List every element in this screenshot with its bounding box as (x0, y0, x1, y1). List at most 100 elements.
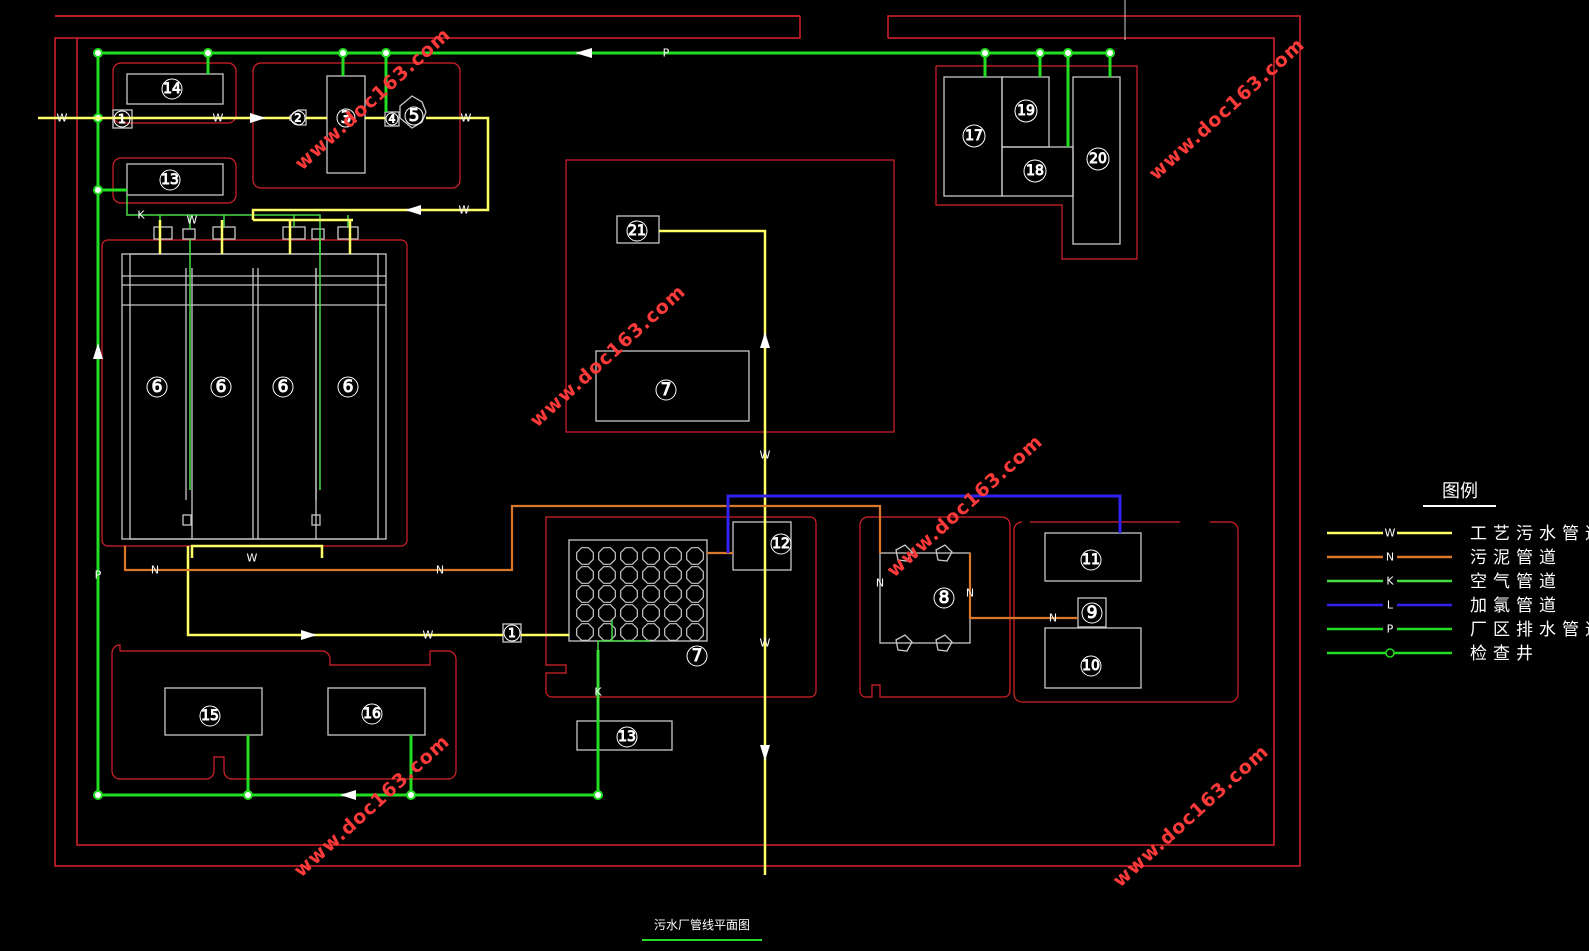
unit-15-label: 15 (199, 705, 221, 727)
unit-7-box-top (595, 350, 750, 422)
watermarks: www.doc163.com www.doc163.com www.doc163… (290, 23, 1310, 891)
pipe-code-w: W (213, 112, 224, 125)
legend-title: 图例 (1442, 481, 1478, 502)
legend-label: 加氯管道 (1470, 596, 1562, 616)
unit-13-label: 13 (616, 726, 638, 748)
unit-7-label: 7 (686, 645, 708, 667)
legend-item: 检查井 (1327, 644, 1539, 664)
manhole-icon (1385, 648, 1395, 658)
legend-code: L (1387, 599, 1394, 612)
drawing-title-text: 污水厂管线平面图 (654, 917, 750, 932)
legend-code: K (1386, 575, 1394, 588)
pipe-code-labels: W W W W W W W W W N N N N N K K P P (57, 47, 1058, 699)
legend-item: K 空气管道 (1327, 572, 1562, 592)
building-outlines (101, 62, 1239, 780)
drawing-title: 污水厂管线平面图 (642, 917, 762, 941)
pipe-code-k: K (594, 686, 602, 699)
unit-19-label: 19 (1014, 99, 1038, 123)
legend-item: W工艺污水管道 (1327, 524, 1589, 544)
unit-13-box-top (126, 163, 224, 196)
filter-cell (664, 547, 682, 565)
unit-21-label: 21 (626, 220, 648, 242)
unit-6-label: 6 (210, 376, 232, 398)
pipe-code-k: K (137, 209, 145, 222)
pipe-code-w: W (187, 214, 198, 227)
unit-17-label: 17 (962, 124, 986, 148)
unit-6-label: 6 (146, 376, 168, 398)
legend-item: L 加氯管道 (1327, 596, 1562, 616)
plant-drainage-pipes (96, 51, 1112, 797)
unit-14-label: 14 (161, 78, 183, 100)
pipe-code-w: W (247, 552, 258, 565)
svg-text:9: 9 (1087, 603, 1098, 623)
unit-11-box (1044, 532, 1142, 582)
svg-text:1: 1 (508, 626, 516, 640)
watermark: www.doc163.com (526, 280, 691, 431)
filter-cell (598, 604, 616, 622)
svg-text:12: 12 (772, 536, 790, 552)
svg-text:2: 2 (295, 112, 302, 125)
legend-code: W (1385, 527, 1396, 540)
filter-cell (620, 566, 638, 584)
watermark: www.doc163.com (291, 23, 456, 174)
unit-13-box-bottom (576, 720, 673, 751)
filter-cell (620, 547, 638, 565)
unit-1-label: 1 (503, 624, 521, 642)
filter-cell (664, 623, 682, 641)
pipe-code-w: W (760, 449, 771, 462)
air-pipes (126, 195, 650, 721)
svg-text:6: 6 (216, 377, 227, 397)
unit-1-label: 1 (113, 110, 131, 128)
filter-cell (664, 585, 682, 603)
svg-text:6: 6 (343, 377, 354, 397)
pipe-code-w: W (760, 637, 771, 650)
svg-text:15: 15 (201, 708, 219, 724)
unit-16-label: 16 (361, 703, 383, 725)
svg-text:14: 14 (163, 81, 181, 97)
unit-16-box (327, 687, 426, 736)
unit-9-box (1077, 597, 1107, 628)
filter-cell (664, 604, 682, 622)
watermark: www.doc163.com (1145, 33, 1310, 184)
filter-cell (576, 623, 594, 641)
unit-3-box (326, 75, 366, 174)
unit-20-label: 20 (1086, 147, 1110, 171)
site-boundary (54, 0, 1301, 867)
svg-text:7: 7 (661, 380, 672, 400)
filter-cell (576, 604, 594, 622)
filter-cell (642, 604, 660, 622)
filter-cell (576, 585, 594, 603)
pipe-code-n: N (966, 587, 974, 600)
svg-text:18: 18 (1026, 163, 1044, 179)
unit-5-shape (399, 95, 427, 129)
legend-label: 空气管道 (1470, 572, 1562, 592)
pipe-code-n: N (436, 564, 444, 577)
filter-cell (686, 566, 704, 584)
legend-label: 检查井 (1470, 644, 1539, 664)
pipe-code-w: W (57, 112, 68, 125)
legend-label: 厂区排水管道 (1470, 620, 1589, 640)
unit-5-label: 5 (404, 106, 424, 127)
watermark: www.doc163.com (883, 430, 1048, 581)
filter-cell (576, 566, 594, 584)
filter-cell (686, 585, 704, 603)
pipe-code-w: W (461, 112, 472, 125)
unit-8-label: 8 (933, 587, 955, 609)
process-sewage-pipes (38, 116, 767, 875)
pipe-code-w: W (423, 629, 434, 642)
filter-cell (642, 623, 660, 641)
unit-18-label: 18 (1023, 159, 1047, 183)
svg-text:4: 4 (389, 113, 396, 126)
unit-11-label: 11 (1080, 549, 1102, 571)
filter-cell (598, 623, 616, 641)
legend: 图例 W工艺污水管道N污泥管道K空气管道L加氯管道P厂区排水管道检查井 (1327, 481, 1589, 664)
chlorine-pipe (726, 494, 1122, 553)
pipe-code-p: P (663, 47, 670, 60)
unit-6-label: 6 (272, 376, 294, 398)
svg-text:10: 10 (1082, 658, 1100, 674)
pipe-code-n: N (876, 577, 884, 590)
svg-text:3: 3 (341, 108, 352, 128)
legend-label: 污泥管道 (1470, 548, 1562, 568)
